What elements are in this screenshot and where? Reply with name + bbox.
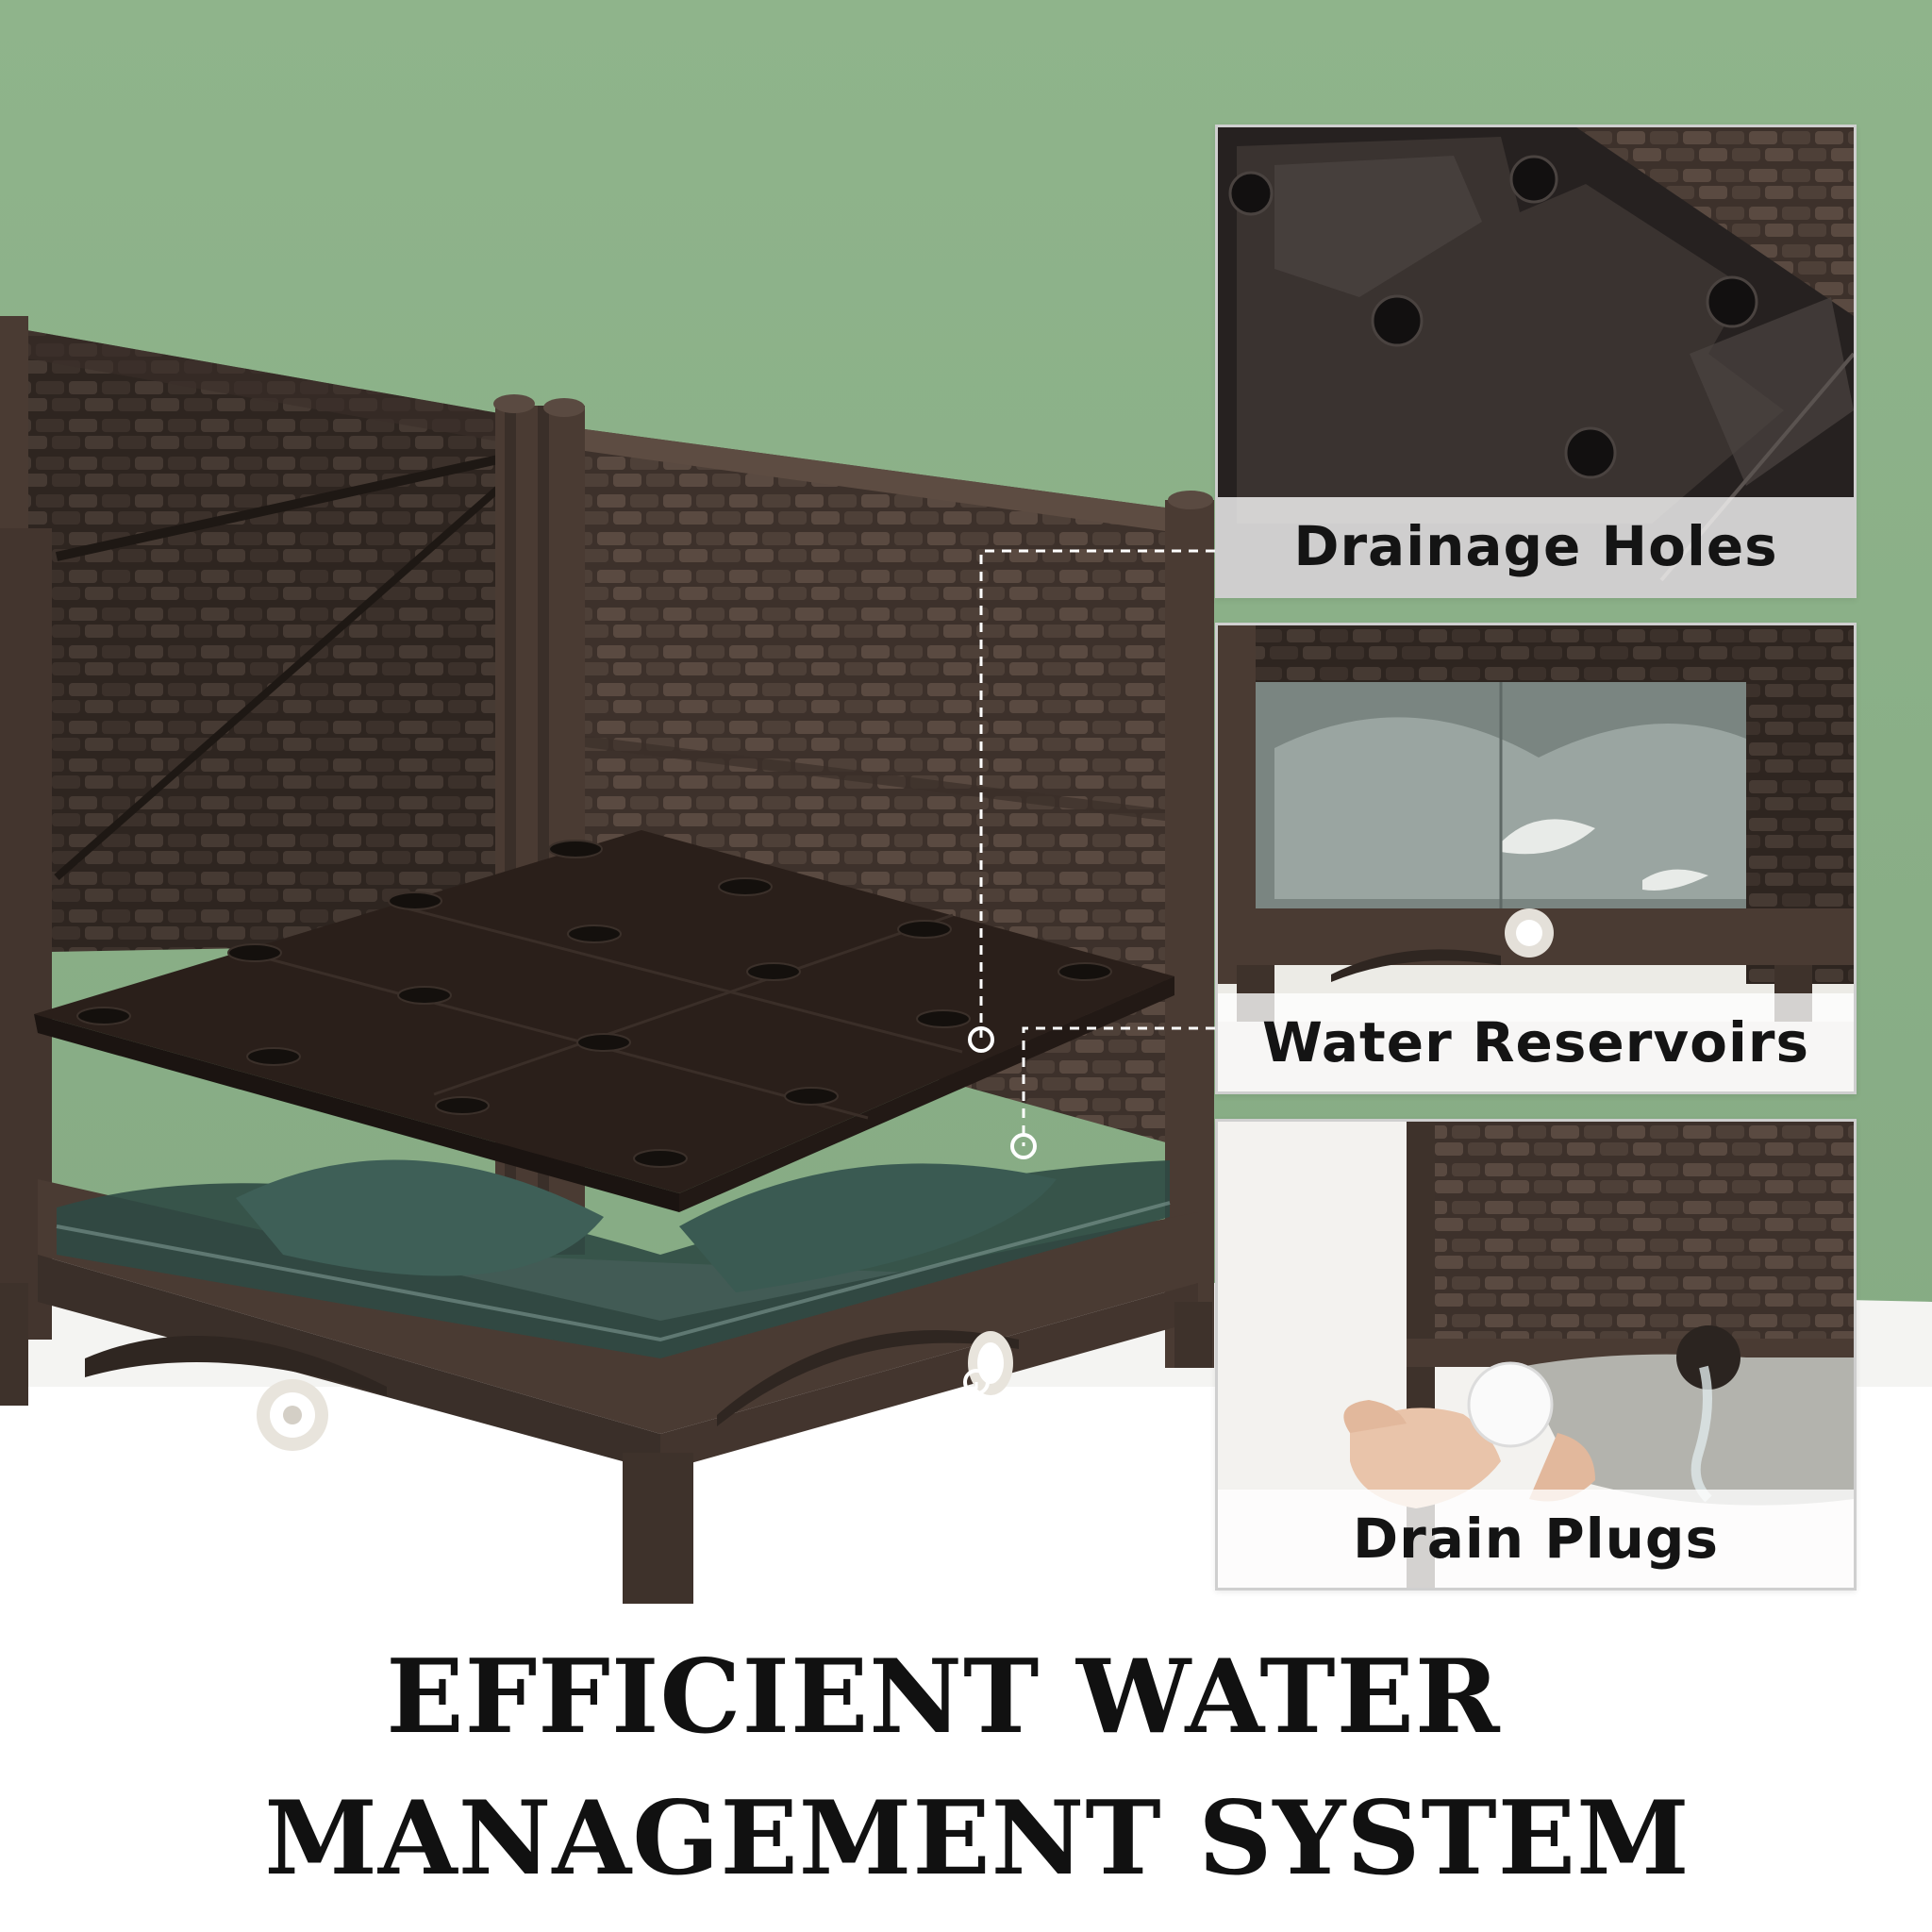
callout-label: Drainage Holes <box>1218 497 1854 595</box>
callout-drain-plugs: Drain Plugs <box>1215 1119 1857 1591</box>
drain-plug-side <box>968 1331 1013 1395</box>
water-reservoir-bags <box>56 1159 1171 1358</box>
callout-label: Water Reservoirs <box>1218 993 1854 1091</box>
headline-line-2: MANAGEMENT SYSTEM <box>264 1779 1690 1898</box>
headline-line-1: EFFICIENT WATER <box>386 1638 1501 1757</box>
drain-plug-front <box>257 1379 328 1451</box>
planter-left-wall <box>0 325 531 953</box>
callout-water-reservoirs: Water Reservoirs <box>1215 623 1857 1094</box>
planter-leg <box>623 1453 693 1604</box>
drainage-holes-photo <box>1218 127 1854 595</box>
callout-drainage-holes: Drainage Holes <box>1215 125 1857 598</box>
callout-label: Drain Plugs <box>1218 1490 1854 1588</box>
